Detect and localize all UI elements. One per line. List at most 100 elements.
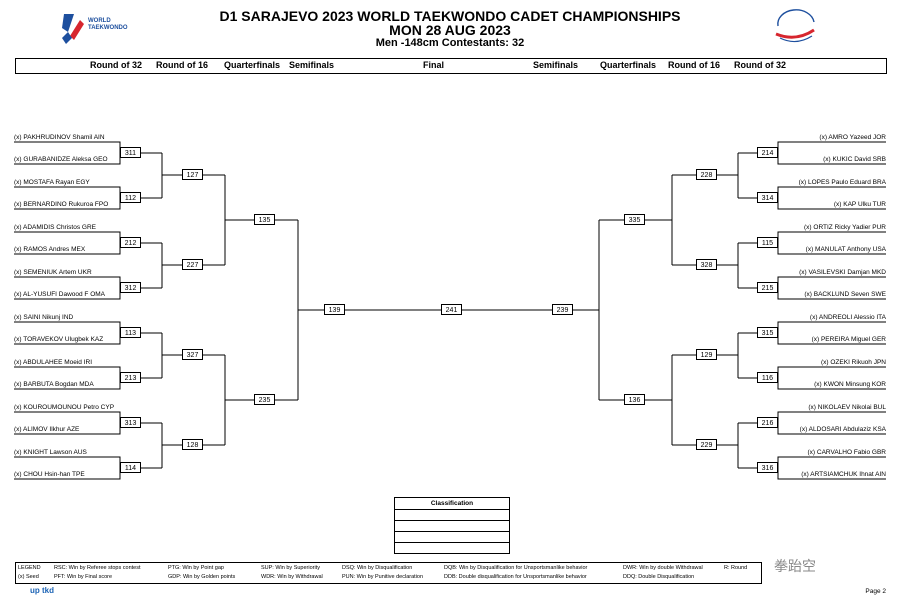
match-box-left-semifinal: 139 xyxy=(324,304,345,315)
player-right-5: (x) ORTIZ Ricky Yadier PUR xyxy=(804,224,886,231)
classification-row xyxy=(395,521,509,532)
player-left-10: (x) TORAVEKOV Ulugbek KAZ xyxy=(14,336,104,343)
player-left-9: (x) SAINI Nikunj IND xyxy=(14,314,74,321)
match-box: 129 xyxy=(696,349,717,360)
player-right-4: (x) KAP Ulku TUR xyxy=(833,201,886,208)
classification-row xyxy=(395,510,509,521)
player-right-13: (x) NIKOLAEV Nikolai BUL xyxy=(808,404,886,411)
match-box: 328 xyxy=(696,259,717,270)
round-header-bar: Round of 32 Round of 16 Quarterfinals Se… xyxy=(15,58,887,74)
match-box: 312 xyxy=(120,282,141,293)
legend-item: LEGEND xyxy=(18,565,41,571)
legend-item: DDB: Double disqualification for Unsport… xyxy=(444,574,587,580)
player-right-9: (x) ANDREOLI Alessio ITA xyxy=(809,314,886,321)
match-box: 313 xyxy=(120,417,141,428)
match-box: 227 xyxy=(182,259,203,270)
page-number: Page 2 xyxy=(865,588,886,595)
match-box: 315 xyxy=(757,327,778,338)
legend-item: DDQ: Double Disqualification xyxy=(623,574,695,580)
classification-row xyxy=(395,543,509,553)
legend-item: SUP: Win by Superiority xyxy=(261,565,320,571)
match-box: 229 xyxy=(696,439,717,450)
player-left-2: (x) GURABANIDZE Aleksa GEO xyxy=(14,156,108,163)
player-left-8: (x) AL-YUSUFI Dawood F OMA xyxy=(14,291,106,298)
match-box: 314 xyxy=(757,192,778,203)
player-left-1: (x) PAKHRUDINOV Shamil AIN xyxy=(14,134,105,141)
player-left-11: (x) ABDULAHEE Moeid IRI xyxy=(14,359,93,366)
up-tkd-logo: up tkd xyxy=(30,586,54,595)
player-right-12: (x) KWON Minsung KOR xyxy=(814,381,886,388)
match-box-final: 241 xyxy=(441,304,462,315)
match-box: 115 xyxy=(757,237,778,248)
match-box: 136 xyxy=(624,394,645,405)
player-left-12: (x) BARBUTA Bogdan MDA xyxy=(14,381,94,388)
player-right-3: (x) LOPES Paulo Eduard BRA xyxy=(798,179,886,186)
match-box: 316 xyxy=(757,462,778,473)
player-right-1: (x) AMRO Yazeed JOR xyxy=(819,134,886,141)
legend-item: R: Round xyxy=(724,565,748,571)
match-box-right-semifinal: 239 xyxy=(552,304,573,315)
legend-item: PUN: Win by Punitive declaration xyxy=(342,574,424,580)
match-box: 235 xyxy=(254,394,275,405)
page-title: D1 SARAJEVO 2023 WORLD TAEKWONDO CADET C… xyxy=(219,8,681,24)
legend-item: WDR: Win by Withdrawal xyxy=(261,574,323,580)
classification-row xyxy=(395,532,509,543)
classification-title: Classification xyxy=(395,498,509,510)
event-date: MON 28 AUG 2023 xyxy=(389,22,511,38)
player-right-8: (x) BACKLUND Seven SWE xyxy=(804,291,886,298)
round-label-left-r16: Round of 16 xyxy=(156,60,208,70)
match-box: 311 xyxy=(120,147,141,158)
legend-item: DQB: Win by Disqualification for Unsport… xyxy=(444,565,588,571)
round-label-left-qf: Quarterfinals xyxy=(224,60,281,70)
legend-item: RSC: Win by Referee stops contest xyxy=(54,565,141,571)
legend-box: LEGEND (x) Seed RSC: Win by Referee stop… xyxy=(15,562,762,584)
watermark-text: 拳跆空 xyxy=(774,558,816,574)
player-right-16: (x) ARTSIAMCHUK Ihnat AIN xyxy=(801,471,886,478)
match-box: 113 xyxy=(120,327,141,338)
round-label-right-qf: Quarterfinals xyxy=(600,60,657,70)
match-box: 213 xyxy=(120,372,141,383)
player-left-7: (x) SEMENIUK Artem UKR xyxy=(14,269,92,276)
player-left-3: (x) MOSTAFA Rayan EGY xyxy=(14,179,90,186)
match-box: 214 xyxy=(757,147,778,158)
sarajevo-logo xyxy=(770,8,820,48)
player-right-15: (x) CARVALHO Fabio GBR xyxy=(807,449,886,456)
legend-item: PFT: Win by Final score xyxy=(54,574,113,580)
round-label-right-sf: Semifinals xyxy=(533,60,579,70)
match-box: 228 xyxy=(696,169,717,180)
logo-left-text: WORLD TAEKWONDO xyxy=(88,18,128,31)
player-right-14: (x) ALDOSARI Abdulaziz KSA xyxy=(799,426,886,433)
round-label-right-r16: Round of 16 xyxy=(668,60,720,70)
player-right-6: (x) MANULAT Anthony USA xyxy=(805,246,886,253)
player-left-16: (x) CHOU Hsin-han TPE xyxy=(14,471,85,478)
match-box: 116 xyxy=(757,372,778,383)
player-left-13: (x) KOUROUMOUNOU Petro CYP xyxy=(14,404,115,411)
match-box: 114 xyxy=(120,462,141,473)
match-box: 112 xyxy=(120,192,141,203)
legend-item: GDP: Win by Golden points xyxy=(168,574,236,580)
world-taekwondo-logo: WORLD TAEKWONDO xyxy=(60,10,160,46)
round-label-left-sf: Semifinals xyxy=(289,60,335,70)
match-box: 327 xyxy=(182,349,203,360)
player-right-10: (x) PEREIRA Miguel GER xyxy=(811,336,886,343)
player-left-5: (x) ADAMIDIS Christos GRE xyxy=(14,224,96,231)
match-box: 127 xyxy=(182,169,203,180)
round-label-final: Final xyxy=(423,60,445,70)
match-box: 216 xyxy=(757,417,778,428)
player-left-14: (x) ALIMOV Ilkhur AZE xyxy=(14,426,80,433)
legend-item: DWR: Win by double Withdrawal xyxy=(623,565,703,571)
match-box: 212 xyxy=(120,237,141,248)
player-left-6: (x) RAMOS Andres MEX xyxy=(14,246,86,253)
classification-table: Classification xyxy=(394,497,510,554)
match-box: 335 xyxy=(624,214,645,225)
match-box: 128 xyxy=(182,439,203,450)
legend-item: DSQ: Win by Disqualification xyxy=(342,565,413,571)
round-label-left-r32: Round of 32 xyxy=(90,60,142,70)
category-info: Men -148cm Contestants: 32 xyxy=(375,37,525,49)
match-box: 135 xyxy=(254,214,275,225)
player-right-11: (x) OZEKI Rikuoh JPN xyxy=(820,359,886,366)
legend-item: PTG: Win by Point gap xyxy=(168,565,224,571)
match-box: 215 xyxy=(757,282,778,293)
player-left-15: (x) KNIGHT Lawson AUS xyxy=(14,449,87,456)
player-right-2: (x) KUKIC David SRB xyxy=(823,156,886,163)
